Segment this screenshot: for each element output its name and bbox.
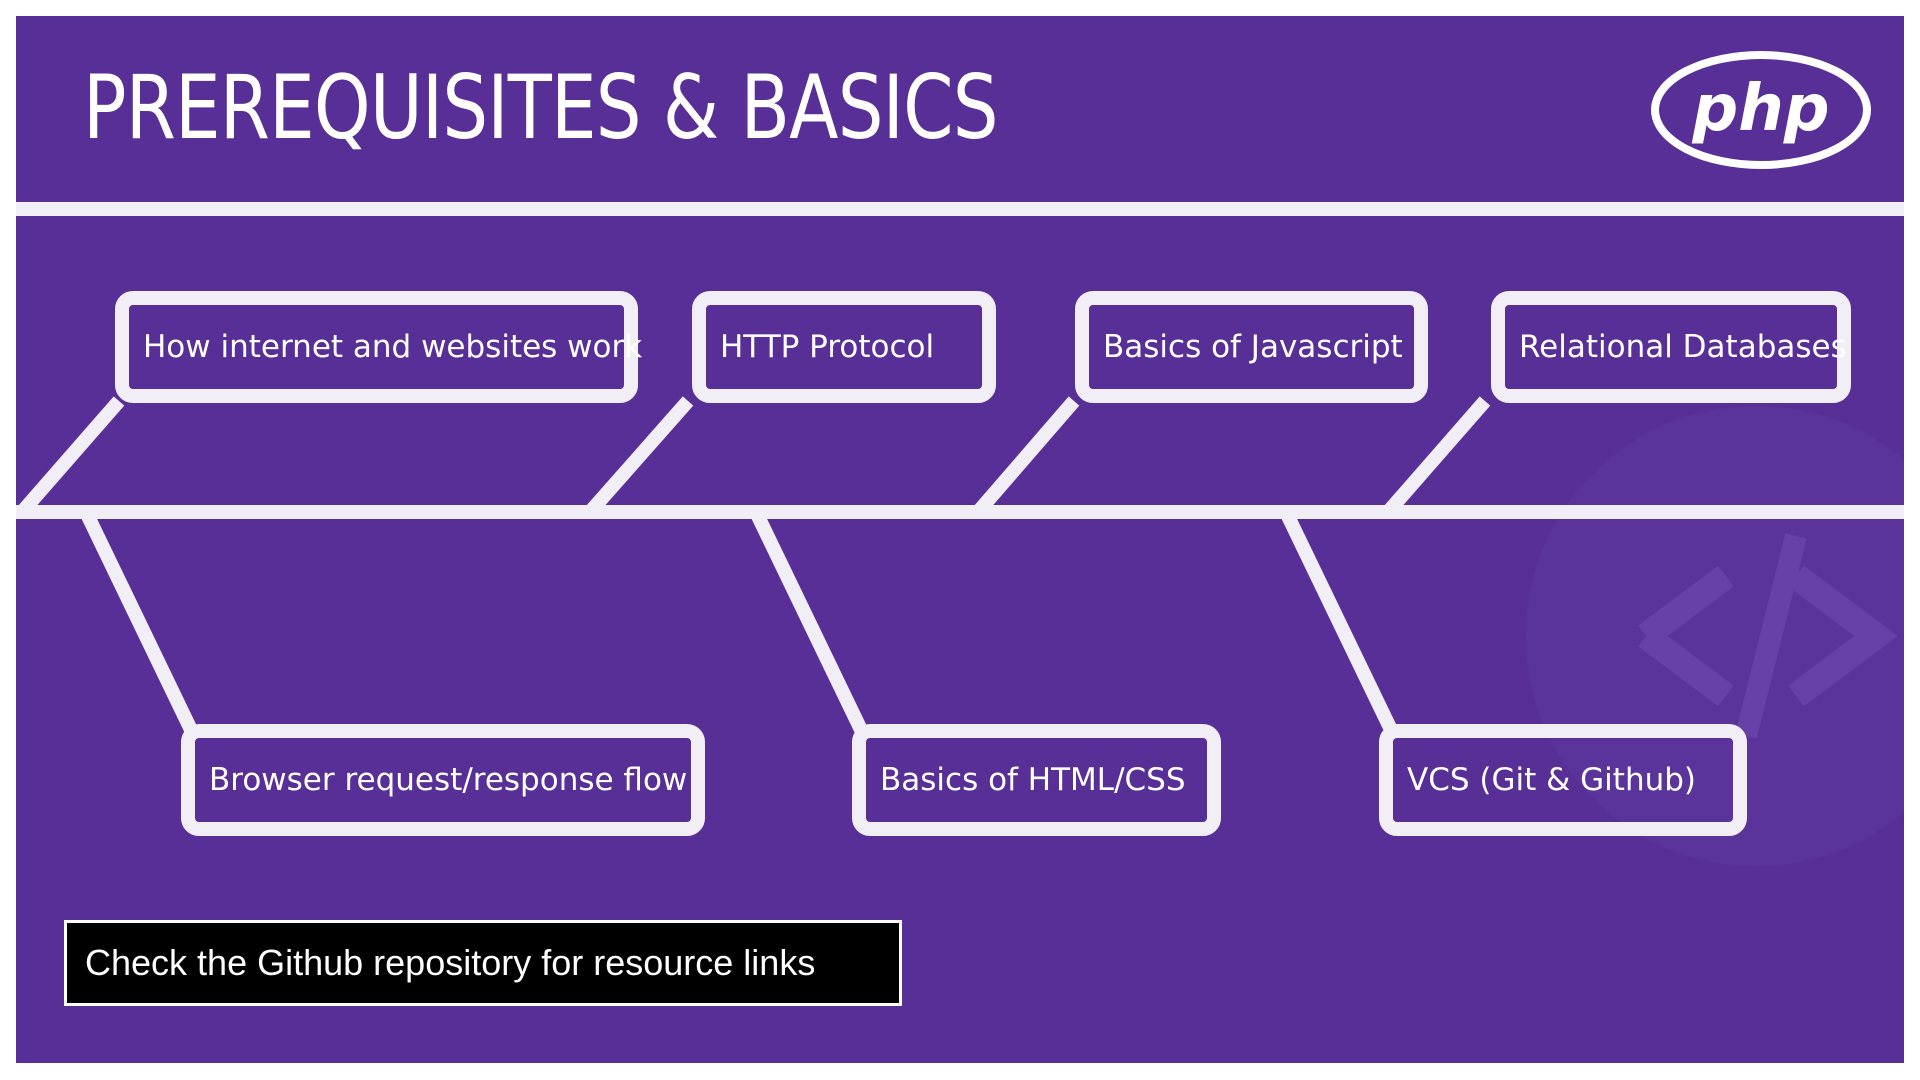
php-logo: php xyxy=(1651,51,1871,169)
header-bar: PREREQUISITES & BASICS php xyxy=(16,16,1904,202)
topic-box-databases: Relational Databases xyxy=(1491,291,1851,403)
branch-line-top-1 xyxy=(16,396,125,517)
code-watermark-icon xyxy=(1526,406,1904,866)
topic-box-internet: How internet and websites work xyxy=(115,291,642,403)
slide-title: PREREQUISITES & BASICS xyxy=(83,56,999,159)
php-logo-text: php xyxy=(1691,72,1829,146)
branch-line-bottom-2 xyxy=(749,508,871,740)
topic-box-browser-flow: Browser request/response flow xyxy=(181,724,705,836)
header-divider xyxy=(16,202,1904,216)
branch-line-bottom-3 xyxy=(1279,508,1401,740)
fishbone-diagram xyxy=(16,396,1904,740)
topic-box-http: HTTP Protocol xyxy=(692,291,996,403)
topic-box-html-css: Basics of HTML/CSS xyxy=(852,724,1221,836)
topic-box-vcs: VCS (Git & Github) xyxy=(1379,724,1747,836)
branch-line-bottom-1 xyxy=(79,508,201,740)
branch-line-top-4 xyxy=(1382,396,1491,517)
branch-line-top-3 xyxy=(972,396,1080,517)
topic-box-javascript: Basics of Javascript xyxy=(1075,291,1428,403)
branch-line-top-2 xyxy=(584,396,694,517)
slide: PREREQUISITES & BASICS php How internet … xyxy=(16,16,1904,1063)
resource-notice: Check the Github repository for resource… xyxy=(64,920,902,1006)
